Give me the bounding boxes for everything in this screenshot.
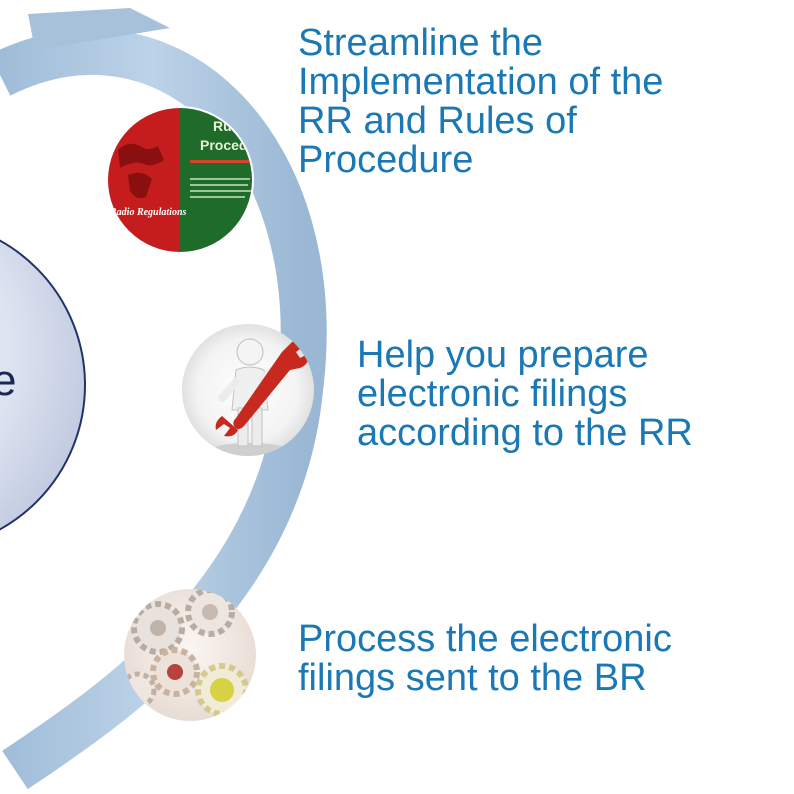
cropped-center-text: e — [0, 356, 17, 405]
arc-top-cap — [28, 8, 170, 50]
right-cover-title-line2: Procedu — [200, 137, 256, 153]
item-label-streamline: Streamline the Implementation of the RR … — [298, 22, 664, 181]
left-cover-title: Radio Regulations — [109, 207, 187, 218]
wrench-figure-icon — [182, 324, 314, 456]
gears-icon — [124, 589, 256, 721]
item-label-process-filings: Process the electronic filings sent to t… — [298, 618, 672, 699]
item-label-prepare-filings: Help you prepare electronic filings acco… — [357, 334, 693, 454]
central-circle — [0, 239, 86, 531]
